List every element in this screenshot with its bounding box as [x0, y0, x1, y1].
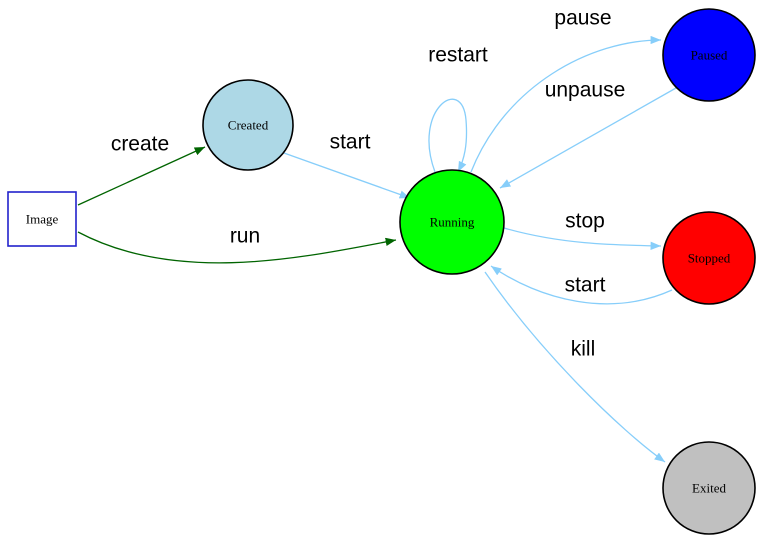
edge-label-restart: restart	[428, 44, 488, 67]
node-shape-exited[interactable]	[662, 441, 756, 535]
edge-pause	[470, 35, 662, 173]
edge-label-kill: kill	[571, 338, 596, 361]
node-paused[interactable]: Paused	[662, 8, 756, 102]
node-label-exited: Exited	[692, 481, 726, 496]
edge-labels-layer: create run start pause unpause restart stop sta…	[111, 7, 625, 361]
node-shape-created[interactable]	[202, 79, 294, 171]
edge-label-create: create	[111, 133, 169, 156]
edge-path-pause	[470, 35, 662, 173]
node-label-image: Image	[26, 212, 59, 227]
node-shape-running[interactable]	[399, 169, 505, 275]
edge-label-run: run	[230, 225, 260, 248]
node-created[interactable]: Created	[202, 79, 294, 171]
edge-stop	[503, 227, 662, 250]
edge-kill	[484, 271, 666, 463]
edge-path-kill	[484, 271, 666, 463]
node-label-stopped: Stopped	[688, 251, 731, 266]
edge-unpause	[499, 87, 677, 189]
edge-path-restart	[428, 98, 468, 173]
node-label-running: Running	[430, 215, 475, 230]
node-shape-stopped[interactable]	[662, 211, 756, 305]
edge-path-start-stopped	[490, 265, 673, 305]
node-stopped[interactable]: Stopped	[662, 211, 756, 305]
edge-path-stop	[503, 227, 662, 250]
edge-path-run	[77, 231, 397, 264]
edge-path-unpause	[499, 87, 677, 189]
edge-label-unpause: unpause	[545, 79, 626, 102]
edge-restart	[428, 98, 468, 173]
edge-label-start-stopped: start	[565, 274, 606, 297]
edge-start-created	[283, 152, 411, 199]
edge-path-start-created	[283, 152, 411, 199]
edge-label-stop: stop	[565, 210, 605, 233]
node-running[interactable]: Running	[399, 169, 505, 275]
node-image[interactable]: Image	[7, 191, 77, 247]
edges-layer	[77, 35, 677, 463]
edge-label-start-created: start	[330, 131, 371, 154]
node-shape-paused[interactable]	[662, 8, 756, 102]
node-exited[interactable]: Exited	[662, 441, 756, 535]
node-label-paused: Paused	[691, 48, 728, 63]
node-label-created: Created	[228, 118, 269, 133]
edge-label-pause: pause	[554, 7, 611, 30]
edge-run	[77, 231, 397, 264]
edge-path-create	[77, 146, 206, 206]
edge-create	[77, 146, 206, 206]
edge-start-stopped	[490, 265, 673, 305]
node-shape-image[interactable]	[7, 191, 77, 247]
